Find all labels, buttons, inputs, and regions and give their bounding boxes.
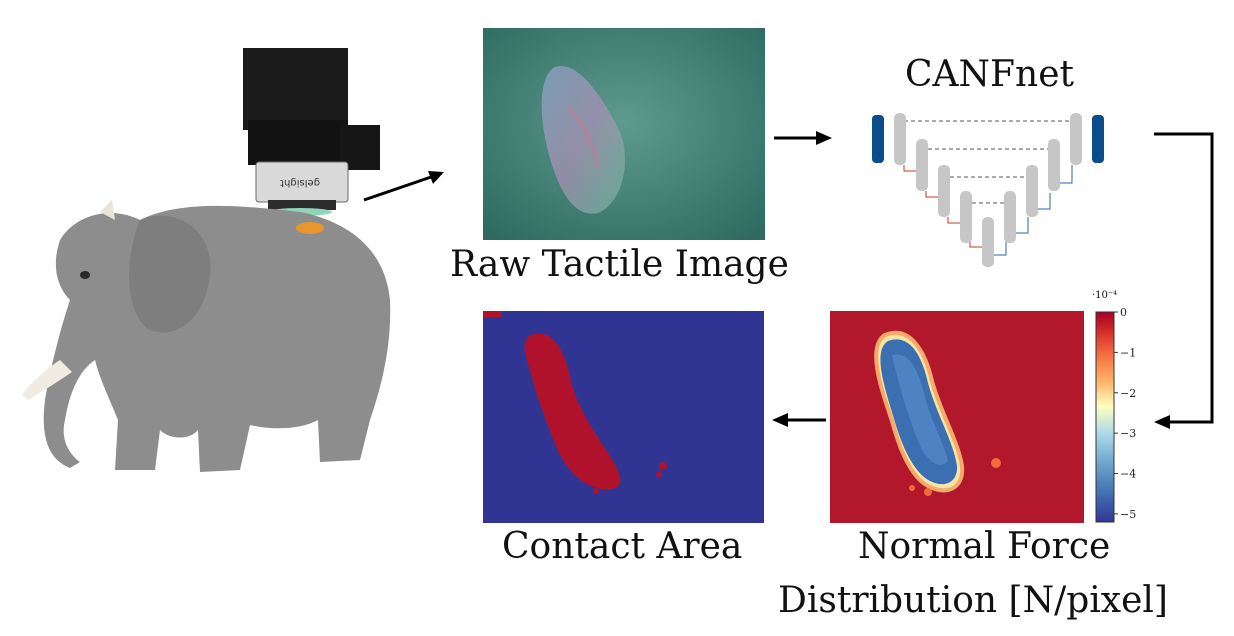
contact-caption: Contact Area (502, 526, 743, 567)
sensor-brand-text: gelsight (280, 177, 320, 188)
arrow-elephant-to-raw (363, 171, 444, 202)
net-output-block (1092, 115, 1104, 163)
net-input-block (872, 115, 884, 163)
colorbar-exponent: ·10⁻⁴ (1092, 290, 1118, 301)
elephant-body (43, 205, 391, 472)
arrow-force-to-contact (772, 413, 826, 427)
canfnet-diagram (872, 113, 1104, 267)
gripper-arm (243, 48, 348, 130)
colorbar-tick-label: 0 (1120, 306, 1127, 319)
force-caption-line1: Normal Force (858, 526, 1111, 567)
colorbar-tick-label: −3 (1120, 427, 1136, 440)
arrow-raw-to-net (774, 131, 832, 145)
colorbar-tick-label: −1 (1120, 346, 1136, 359)
colorbar-tick-label: −5 (1120, 508, 1136, 521)
colorbar: 0 −1 −2 −3 −4 −5 (1095, 306, 1136, 523)
colorbar-tick-label: −4 (1120, 468, 1136, 481)
arrow-net-to-force (1154, 132, 1214, 429)
net-title: CANFnet (905, 54, 1074, 95)
elephant-photo: gelsight (22, 48, 391, 472)
colorbar-ticks: 0 −1 −2 −3 −4 −5 (1114, 306, 1136, 521)
colorbar-tick-label: −2 (1120, 387, 1136, 400)
force-caption-line2: Distribution [N/pixel] (778, 580, 1168, 621)
raw-caption: Raw Tactile Image (450, 244, 789, 285)
normal-force-map (830, 311, 1084, 523)
contact-area-map (483, 311, 764, 523)
raw-tactile-image (483, 28, 765, 240)
